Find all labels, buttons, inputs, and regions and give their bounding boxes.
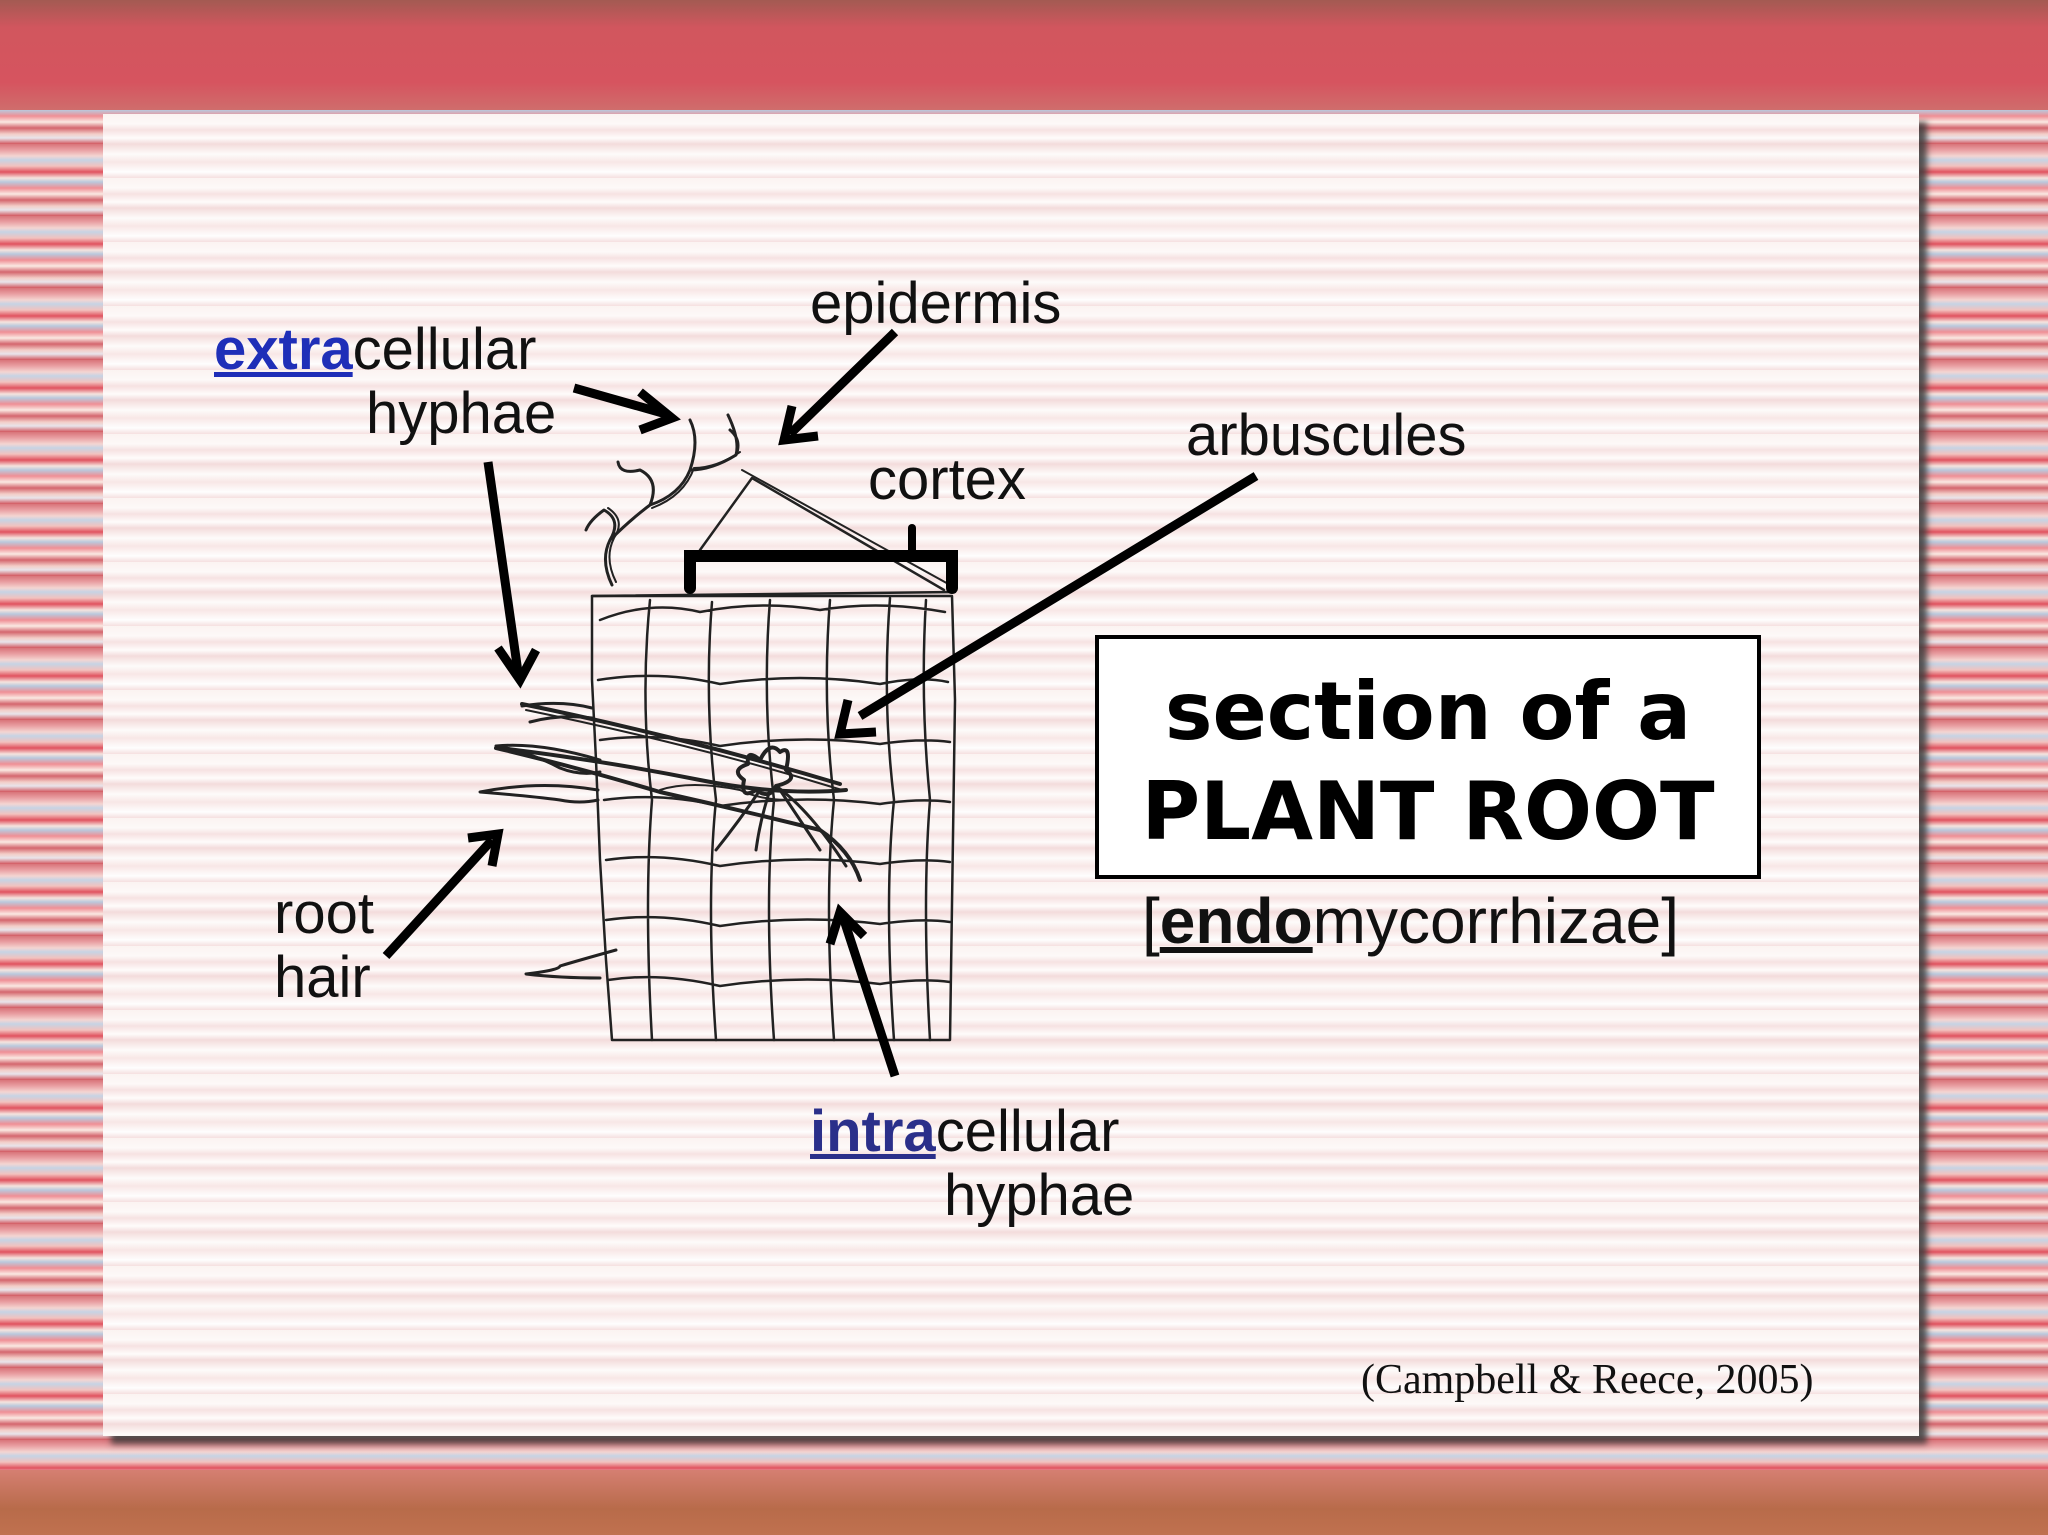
arbuscules-arrow xyxy=(857,472,1259,720)
intracellular-arrow xyxy=(839,918,900,1078)
root-hair-label-line2: hair xyxy=(274,945,371,1010)
intra-prefix: intra xyxy=(810,1099,936,1164)
extra-prefix: extra xyxy=(214,317,353,382)
extracellular-hyphae-label-line2: hyphae xyxy=(366,381,557,446)
title-line-1: section of a xyxy=(1164,665,1692,758)
cortex-label: cortex xyxy=(868,447,1026,512)
background-bottom-band xyxy=(0,1470,2048,1535)
intracellular-hyphae-strands xyxy=(494,702,862,882)
background-top-band xyxy=(0,0,2048,110)
root-hair xyxy=(524,948,618,980)
extracellular-hyphae-label: extracellular xyxy=(214,317,537,382)
intracellular-hyphae-label-line2: hyphae xyxy=(944,1163,1135,1228)
cortex-bracket xyxy=(684,550,958,594)
root-hair-label: root xyxy=(274,881,374,946)
cortex-cells xyxy=(596,596,952,1042)
epidermis-label: epidermis xyxy=(810,271,1062,336)
title-box: section of a PLANT ROOT xyxy=(1095,635,1761,879)
citation: (Campbell & Reece, 2005) xyxy=(1361,1357,1814,1403)
root-hair-arrow xyxy=(382,836,496,960)
extracellular-arrow-down xyxy=(483,461,523,673)
title-line-2: PLANT ROOT xyxy=(1141,765,1715,858)
subtitle-endomycorrhizae: [endomycorrhizae] xyxy=(1142,885,1679,957)
endo-prefix: endo xyxy=(1159,885,1313,957)
arbuscule xyxy=(714,745,848,868)
intracellular-hyphae-label: intracellular xyxy=(810,1099,1120,1164)
root-hair xyxy=(478,783,600,804)
epidermis-arrow xyxy=(786,328,899,438)
root-top-edge xyxy=(590,590,957,598)
extracellular-arrow-top xyxy=(572,383,668,419)
arbuscules-label: arbuscules xyxy=(1186,403,1467,468)
